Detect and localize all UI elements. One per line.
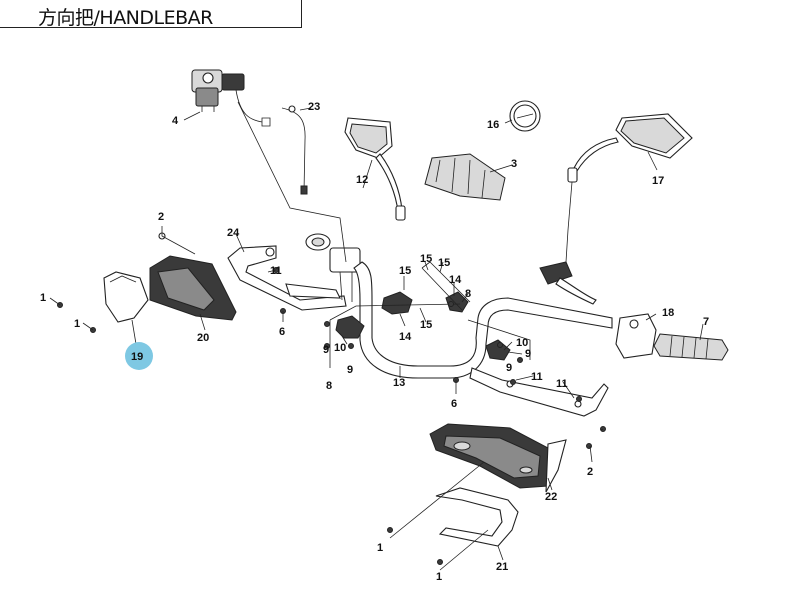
callout-23: 23 (308, 101, 320, 113)
callout-10: 10 (334, 342, 346, 354)
callout-6: 6 (279, 326, 285, 338)
callout-20: 20 (197, 332, 209, 344)
callout-9: 9 (506, 362, 512, 374)
handguard-frame-part (435, 487, 519, 547)
callout-15: 15 (438, 257, 450, 269)
callout-19: 19 (131, 351, 143, 363)
cap-part (509, 100, 541, 132)
callout-14: 14 (399, 331, 412, 343)
callout-9: 9 (323, 344, 329, 356)
callout-15: 15 (399, 265, 411, 277)
center-clamps-part (329, 261, 531, 368)
right-mirror-part (565, 113, 693, 263)
callout-1: 1 (40, 292, 46, 304)
callout-7: 7 (703, 316, 709, 328)
diagram-title: 方向把/HANDLEBAR (38, 7, 213, 29)
callout-6: 6 (451, 398, 457, 410)
callout-3: 3 (511, 158, 517, 170)
right-grip-part (615, 313, 729, 361)
callout-10: 10 (516, 337, 528, 349)
callout-11: 11 (270, 265, 282, 277)
callout-9: 9 (347, 364, 353, 376)
leader-lines (49, 101, 704, 571)
master-cylinder-part (191, 69, 271, 127)
left-mirror-part (344, 117, 406, 221)
callout-1: 1 (436, 571, 442, 583)
callout-9: 9 (525, 348, 531, 360)
callout-24: 24 (227, 227, 240, 239)
callout-17: 17 (652, 175, 664, 187)
cover-part (424, 153, 506, 201)
callout-2: 2 (158, 211, 164, 223)
callout-21: 21 (496, 561, 508, 573)
callout-13: 13 (393, 377, 405, 389)
left-lever-part (227, 233, 361, 311)
callout-22: 22 (545, 491, 557, 503)
title-box: 方向把/HANDLEBAR (0, 0, 302, 29)
callout-15: 15 (420, 253, 432, 265)
callout-15: 15 (420, 319, 432, 331)
highlight-marker (125, 342, 153, 370)
callout-1: 1 (74, 318, 80, 330)
callout-16: 16 (487, 119, 499, 131)
callout-1: 1 (377, 542, 383, 554)
callout-11: 11 (531, 371, 543, 383)
callout-2: 2 (587, 466, 593, 478)
callout-11: 11 (556, 378, 568, 390)
right-handguard-part (429, 423, 567, 493)
callout-4: 4 (172, 115, 179, 127)
right-lever-part (539, 261, 597, 305)
callout-8: 8 (326, 380, 332, 392)
callout-12: 12 (356, 174, 368, 186)
callout-14: 14 (449, 274, 462, 286)
callout-8: 8 (465, 288, 471, 300)
callout-labels: 1 1 1 1 2 2 3 4 6 6 7 8 8 9 9 9 9 10 10 … (40, 101, 709, 583)
callout-18: 18 (662, 307, 674, 319)
left-handguard-part (103, 232, 237, 323)
cable-part (281, 105, 308, 195)
handlebar-tube-part (353, 261, 613, 379)
